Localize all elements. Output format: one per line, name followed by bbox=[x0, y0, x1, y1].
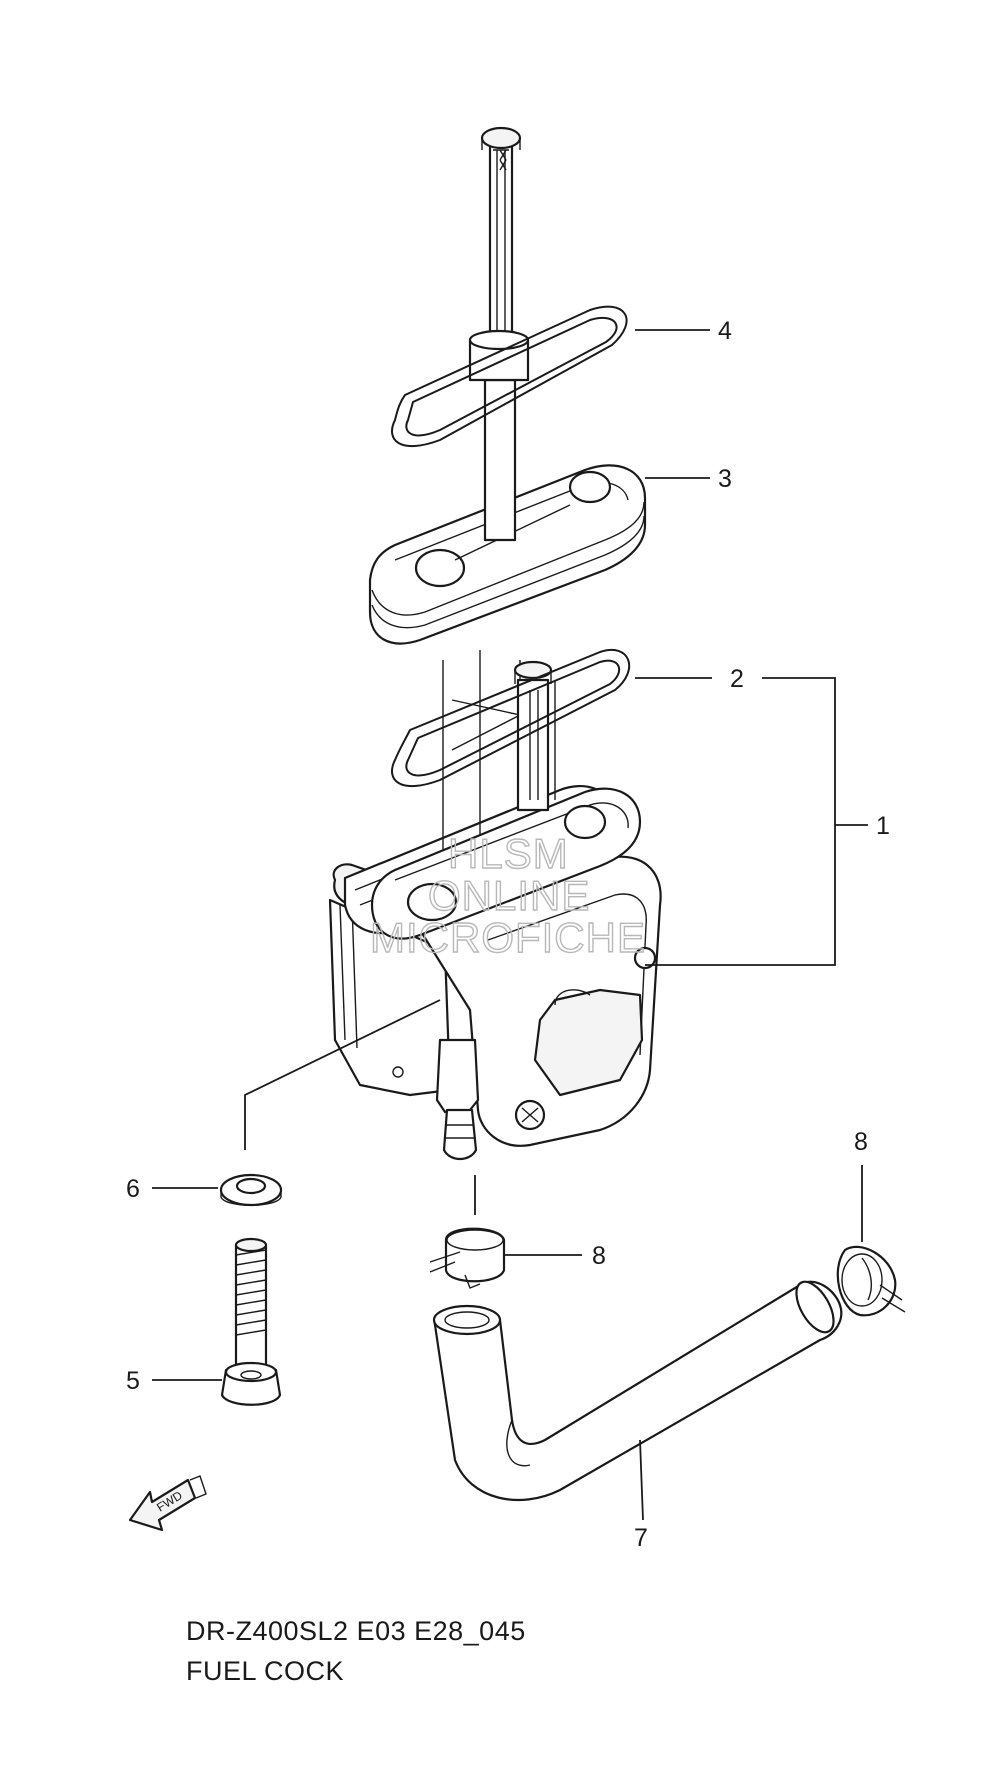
lower-gasket-plate bbox=[370, 787, 642, 940]
callout-3: 3 bbox=[718, 465, 732, 493]
callout-8-upper: 8 bbox=[592, 1242, 606, 1270]
o-ring-2 bbox=[391, 649, 631, 788]
o-ring-4 bbox=[391, 305, 628, 448]
diagram-title: FUEL COCK bbox=[186, 1656, 345, 1686]
callout-7: 7 bbox=[634, 1524, 648, 1552]
bolt-5 bbox=[220, 1237, 282, 1406]
gasket-plate-3 bbox=[368, 464, 647, 645]
filter-tube-small bbox=[513, 660, 553, 812]
hose-7 bbox=[432, 1280, 843, 1502]
callout-2: 2 bbox=[730, 665, 744, 693]
callout-1: 1 bbox=[876, 812, 890, 840]
svg-text:HLSM: HLSM bbox=[448, 830, 569, 877]
callout-8-right: 8 bbox=[854, 1128, 868, 1156]
clamp-8-upper bbox=[429, 1227, 506, 1289]
callout-5: 5 bbox=[126, 1367, 140, 1395]
svg-text:MICROFICHE: MICROFICHE bbox=[370, 914, 646, 961]
callout-6: 6 bbox=[126, 1175, 140, 1203]
filter-tube-long bbox=[468, 126, 530, 542]
fwd-arrow-icon bbox=[128, 1475, 207, 1532]
model-code: DR-Z400SL2 E03 E28_045 bbox=[186, 1616, 526, 1646]
watermark: HLSM ONLINE MICROFICHE bbox=[369, 829, 646, 961]
washer-6 bbox=[219, 1173, 283, 1207]
leader-lines bbox=[152, 329, 868, 1521]
svg-text:ONLINE: ONLINE bbox=[428, 872, 590, 919]
clamp-8-right bbox=[836, 1245, 906, 1317]
callout-4: 4 bbox=[718, 317, 732, 345]
